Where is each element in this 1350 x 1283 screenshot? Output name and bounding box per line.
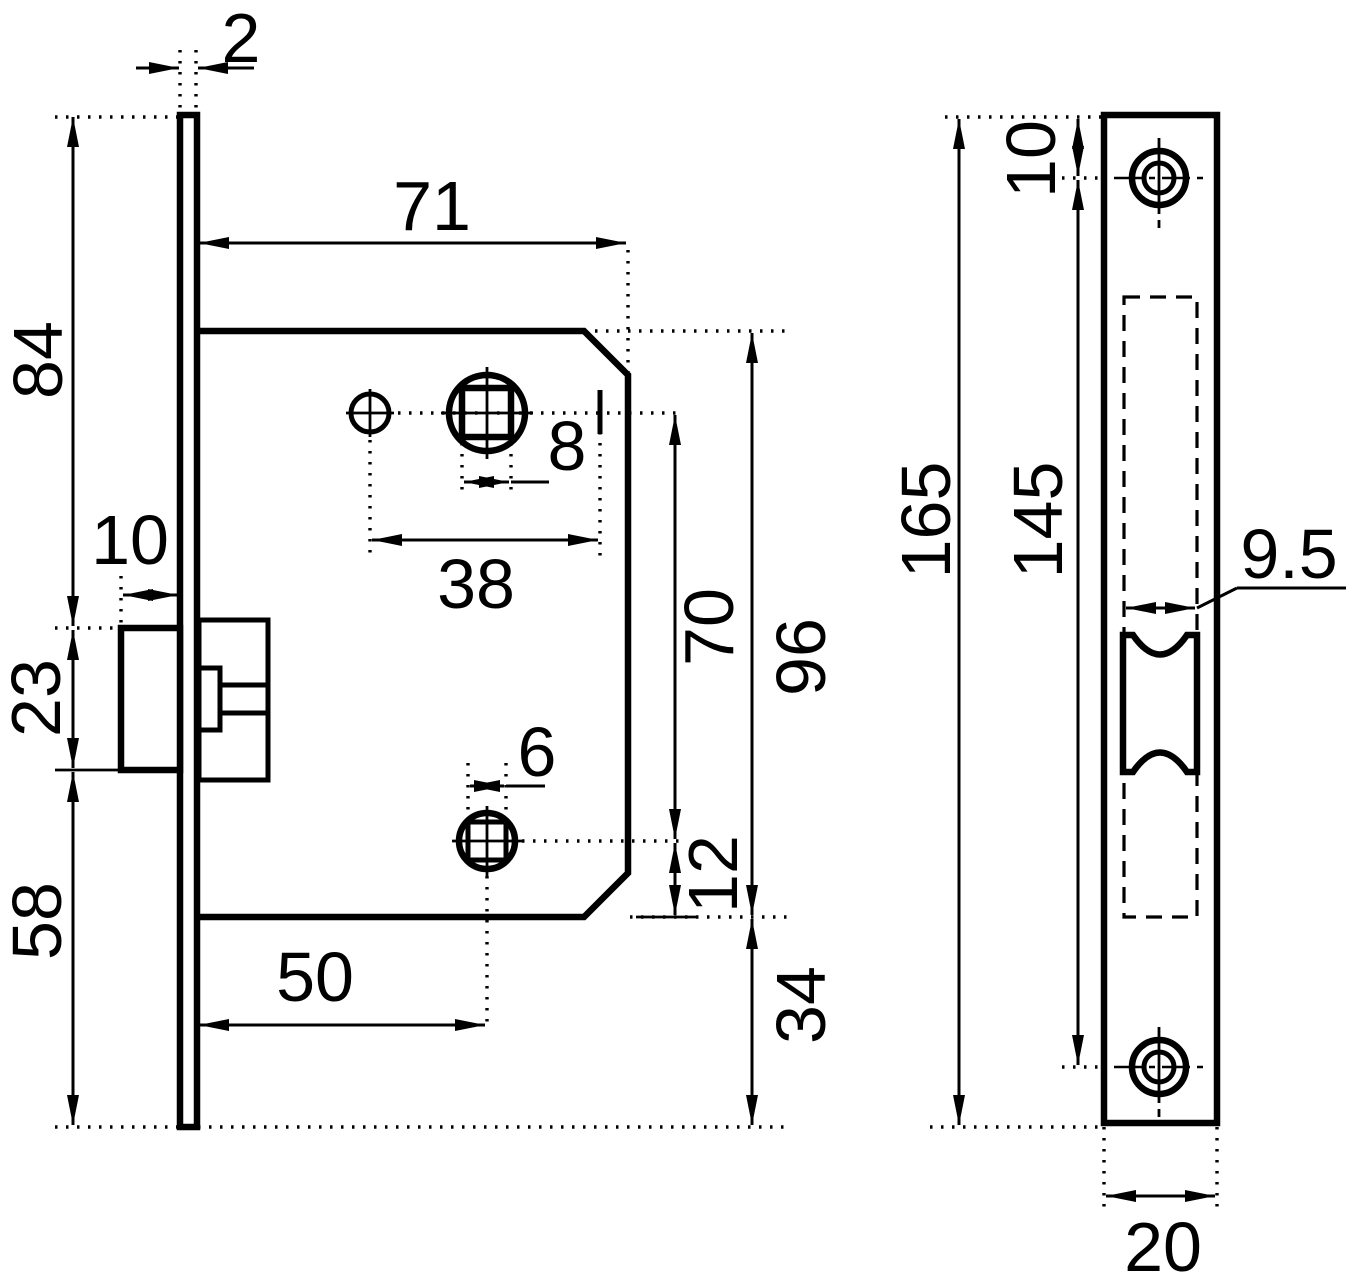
latch-bolt-internal	[196, 617, 271, 783]
dim-label-top-to-screw: 10	[992, 120, 1070, 198]
latch-bolt-front	[1119, 631, 1201, 776]
faceplate-edge	[176, 111, 201, 1131]
spindle-hole	[441, 367, 603, 459]
latch-carrier	[196, 617, 271, 783]
dim-label-screw-spacing: 145	[999, 462, 1077, 579]
fixing-hole	[346, 389, 394, 437]
dim-label-bottom-margin: 34	[762, 966, 840, 1044]
front-extension-lines	[930, 115, 1219, 1212]
dim-label-bottom-section: 58	[0, 882, 76, 960]
dim-label-plate-width: 20	[1124, 1208, 1202, 1283]
dim-label-latch-height: 23	[0, 659, 75, 737]
dim-label-spindle-square: 8	[548, 407, 587, 485]
front-dimensions: 165 10 145 9.5 20	[887, 119, 1346, 1283]
dim-label-latch-protrusion: 10	[91, 501, 169, 579]
dim-label-plate-thickness: 2	[222, 0, 261, 77]
lower-hole	[452, 806, 522, 876]
dim-label-body-height: 96	[762, 618, 840, 696]
dim-label-top-section: 84	[0, 321, 77, 399]
faceplate-front	[1100, 111, 1221, 1127]
lock-body-outline	[197, 327, 632, 921]
dim-label-backset: 50	[276, 938, 354, 1016]
dim-label-slot-width: 9.5	[1240, 515, 1337, 593]
dim-label-plate-length: 165	[887, 462, 965, 579]
dim-label-hole-spacing: 70	[670, 588, 748, 666]
dim-95-leader	[1196, 586, 1238, 610]
dim-label-hole-to-edge: 12	[674, 835, 752, 913]
dim-label-hole-offset: 38	[437, 545, 515, 623]
latch-tail	[196, 665, 223, 733]
hidden-pocket-outline	[1122, 295, 1199, 919]
front-view: 165 10 145 9.5 20	[887, 111, 1346, 1283]
screw-hole-bottom	[1114, 1027, 1205, 1117]
dim-label-latch-hole-square: 6	[518, 713, 557, 791]
side-dimensions: 2 84 71 8 38 10 23 58 50	[0, 0, 840, 1125]
side-view: 2 84 71 8 38 10 23 58 50	[0, 0, 840, 1131]
screw-hole-top	[1114, 138, 1205, 228]
dim-label-body-width: 71	[393, 167, 471, 245]
latch-bolt-head	[117, 624, 184, 774]
